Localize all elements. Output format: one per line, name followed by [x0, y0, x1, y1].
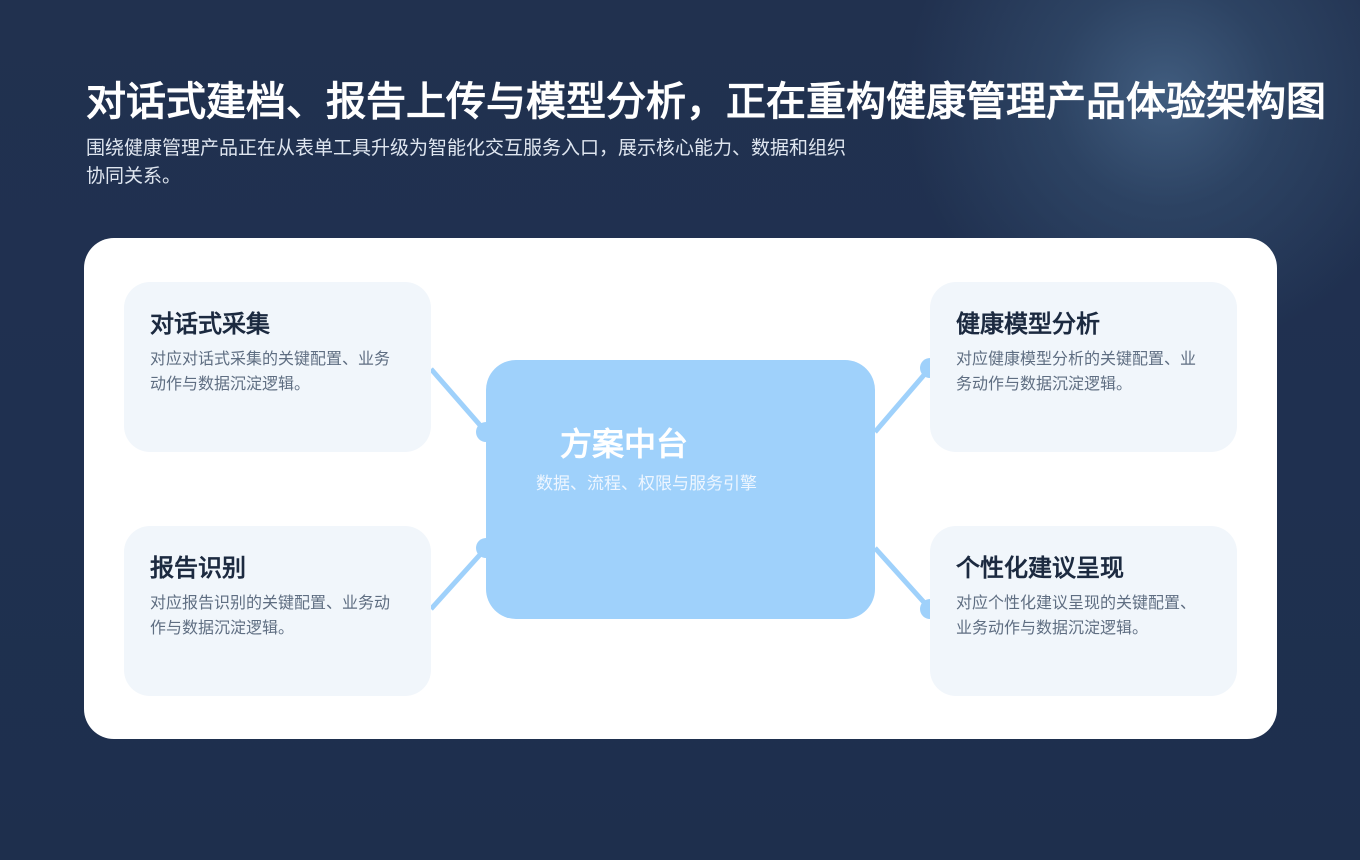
- card-dialog-collection: 对话式采集 对应对话式采集的关键配置、业务动作与数据沉淀逻辑。: [124, 282, 431, 452]
- card-title: 个性化建议呈现: [956, 554, 1124, 582]
- card-title: 健康模型分析: [956, 310, 1100, 338]
- card-description: 对应报告识别的关键配置、业务动作与数据沉淀逻辑。: [150, 593, 391, 637]
- card-description: 对应对话式采集的关键配置、业务动作与数据沉淀逻辑。: [150, 349, 391, 393]
- card-health-model-analysis: 健康模型分析 对应健康模型分析的关键配置、业务动作与数据沉淀逻辑。: [930, 282, 1237, 452]
- card-title: 报告识别: [150, 554, 246, 582]
- hub-solution-platform: 方案中台 数据、流程、权限与服务引擎: [486, 360, 875, 619]
- card-report-recognition: 报告识别 对应报告识别的关键配置、业务动作与数据沉淀逻辑。: [124, 526, 431, 696]
- card-description: 对应个性化建议呈现的关键配置、业务动作与数据沉淀逻辑。: [956, 593, 1197, 637]
- card-description: 对应健康模型分析的关键配置、业务动作与数据沉淀逻辑。: [956, 349, 1197, 393]
- card-title: 对话式采集: [150, 310, 270, 338]
- page-subtitle: 围绕健康管理产品正在从表单工具升级为智能化交互服务入口，展示核心能力、数据和组织…: [86, 137, 847, 187]
- page-title: 对话式建档、报告上传与模型分析，正在重构健康管理产品体验架构图: [86, 79, 1326, 125]
- card-personalized-advice: 个性化建议呈现 对应个性化建议呈现的关键配置、业务动作与数据沉淀逻辑。: [930, 526, 1237, 696]
- hub-title: 方案中台: [560, 425, 689, 463]
- hub-subtitle: 数据、流程、权限与服务引擎: [536, 474, 757, 494]
